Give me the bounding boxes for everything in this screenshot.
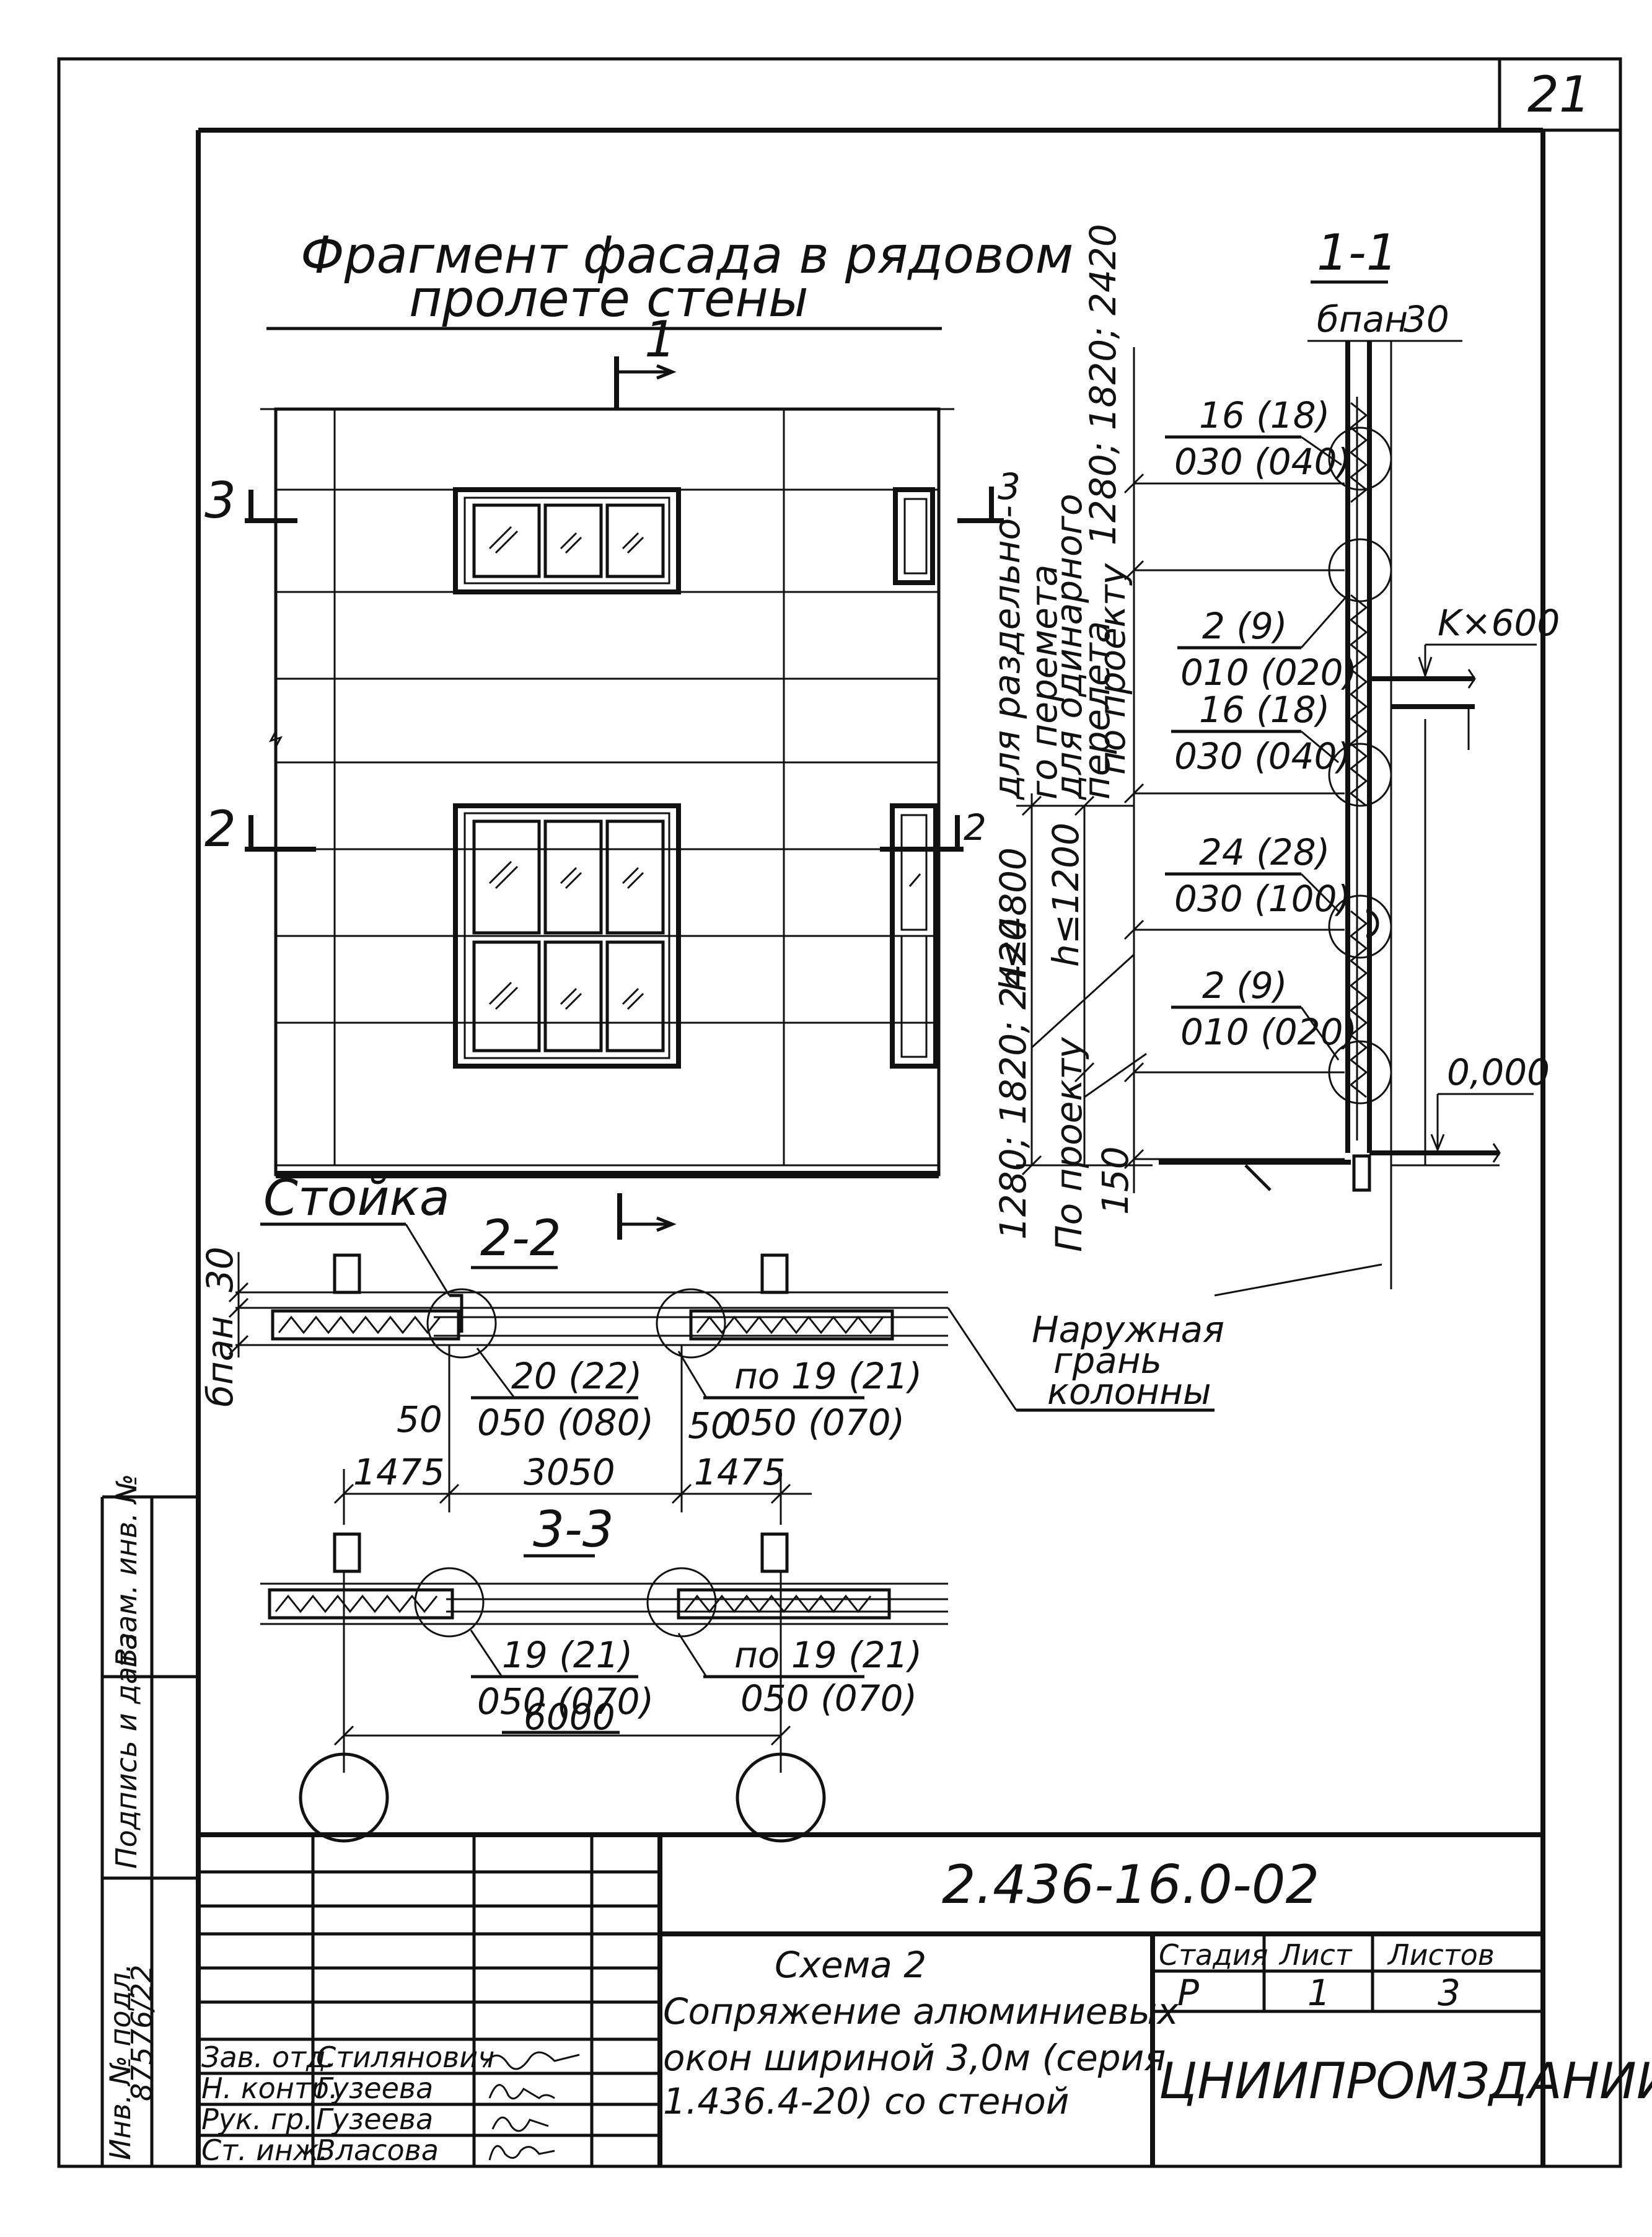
section-3-3-node-b-top: по 19 (21): [734, 1634, 922, 1676]
signer-2-role: Н. контр.: [201, 2072, 338, 2105]
section-1-1-note-single2: перелета: [1076, 621, 1118, 800]
scheme-title: Схема 2: [775, 1944, 926, 1986]
stage-value: Р: [1177, 1972, 1199, 2014]
section-2-2-node-b-bot: 050 (070): [728, 1401, 905, 1444]
node-4-top: 24 (28): [1199, 831, 1330, 873]
section-3-3-node-a-bot: 050 (070): [477, 1680, 654, 1723]
signature-1: [482, 2051, 580, 2070]
section-1-1-title: 1-1: [1317, 224, 1398, 281]
node-3-bot: 030 (040): [1174, 735, 1351, 777]
facade-title-line2: пролете стены: [409, 270, 809, 329]
outer-frame: [57, 57, 1622, 2168]
node-3-top: 16 (18): [1199, 689, 1330, 731]
sheets-value: 3: [1438, 1972, 1461, 2014]
section-2-2-node-a-top: 20 (22): [511, 1355, 642, 1397]
node-1-top: 16 (18): [1199, 394, 1330, 436]
section-1-1: 1-1 бпан 30 K×600: [986, 224, 1560, 1297]
section-2-2-node-a-bot: 050 (080): [477, 1401, 654, 1444]
node-2-bot: 010 (020): [1180, 651, 1357, 694]
outer-face-line3: колонны: [1047, 1370, 1211, 1413]
section-2-2-dim50a: 50: [397, 1398, 442, 1441]
signer-4-name: Власова: [316, 2133, 439, 2167]
section-1-label-top: 1: [644, 311, 676, 368]
facade-title-line1: Фрагмент фасада в рядовом: [301, 226, 1073, 285]
section-3-3-title: 3-3: [533, 1501, 614, 1558]
signature-2: [488, 2084, 555, 2100]
section-3-3-node-b-bot: 050 (070): [740, 1677, 917, 1719]
section-1-1-heights-top: 1280; 1820; 2420: [1082, 224, 1124, 545]
sheet-label: Лист: [1278, 1938, 1353, 1972]
section-1-1-note-separate: для раздельно-: [986, 505, 1028, 800]
section-2-2-dim3050: 3050: [524, 1451, 615, 1493]
signer-4-role: Ст. инж.: [201, 2133, 328, 2167]
section-2-2-title: 2-2: [480, 1209, 561, 1267]
section-2-label-right: 2: [964, 806, 986, 849]
section-3-label-left: 3: [204, 472, 236, 529]
signature-3: [491, 2116, 549, 2132]
scheme-desc-1: Сопряжение алюминиевых: [663, 1990, 1179, 2032]
node-2-top: 2 (9): [1202, 605, 1288, 647]
section-2-2-dim-pan: бпан: [199, 1316, 241, 1407]
section-2-label-left: 2: [204, 800, 236, 858]
section-1-1-dim-30: 30: [1404, 298, 1449, 340]
page-number: 21: [1527, 66, 1591, 123]
section-2-2-dim1475b: 1475: [694, 1451, 786, 1493]
signer-3-name: Гузеева: [316, 2102, 433, 2136]
axis-circle-left: [299, 1752, 389, 1843]
section-1-1-heights-bottom: 1280; 1820; 2420: [992, 918, 1034, 1240]
stage-label: Стадия: [1159, 1938, 1268, 1972]
section-3-3: 3-3 19 (21) 050 (070) по 19 (21) 050 (07…: [260, 1501, 948, 1843]
section-1-1-h4800: h≤4800: [992, 847, 1034, 992]
scheme-desc-2: окон шириной 3,0м (серия: [663, 2037, 1166, 2079]
section-1-1-dim150: 150: [1094, 1146, 1136, 1215]
node-4-bot: 030 (100): [1174, 878, 1351, 920]
stamp-inv-orig: Инв. № подл.: [103, 1964, 137, 2160]
signer-3-role: Рук. гр.: [201, 2102, 313, 2136]
title-block: 2.436-16.0-02 Схема 2 Сопряжение алюмини…: [198, 1832, 1652, 2167]
stoika-label: Стойка: [263, 1169, 450, 1227]
scheme-desc-3: 1.436.4-20) со стеной: [663, 2080, 1069, 2122]
section-1-1-note-project: по проекту: [1091, 563, 1133, 775]
sheet-value: 1: [1307, 1972, 1330, 2014]
section-1-1-level: 0,000: [1447, 1051, 1550, 1093]
signer-1-name: Стилянович: [316, 2041, 494, 2074]
facade-fragment: Фрагмент фасада в рядовом пролете стены: [204, 226, 1073, 1240]
axis-circle-right: [736, 1752, 826, 1843]
outer-face-line1: Наружная: [1032, 1308, 1224, 1351]
section-3-3-node-a-top: 19 (21): [502, 1634, 633, 1676]
side-stamp: Взам. инв. № Подпись и дата Инв. № подл.…: [100, 1474, 198, 2166]
section-1-1-note-separate2: го перемета: [1023, 565, 1065, 800]
organization: ЦНИИПРОМЗДАНИЙ: [1159, 2052, 1652, 2110]
stamp-sign-date: Подпись и дата: [110, 1633, 143, 1869]
outer-face-line2: грань: [1053, 1339, 1162, 1382]
signer-2-name: Гузеева: [316, 2072, 433, 2105]
section-1-1-h1200: h≤1200: [1045, 823, 1087, 967]
section-2-2-dim30: 30: [199, 1246, 241, 1292]
node-1-bot: 030 (040): [1174, 441, 1351, 483]
section-2-2-node-b-top: по 19 (21): [734, 1355, 922, 1397]
signer-1-role: Зав. отд.: [201, 2041, 335, 2074]
section-1-1-k600: K×600: [1438, 602, 1560, 644]
node-5-bot: 010 (020): [1180, 1011, 1357, 1053]
signature-4: [488, 2145, 555, 2161]
section-2-2-dim1475a: 1475: [353, 1451, 445, 1493]
section-2-2-dim50b: 50: [688, 1405, 734, 1447]
sheets-label: Листов: [1387, 1938, 1495, 1972]
section-2-2: Стойка 2-2 30 бпан 20 (22) 050 (080) по …: [199, 1169, 1224, 1525]
section-3-label-right: 3: [998, 465, 1021, 508]
stamp-inv-number: 87576/22: [125, 1965, 159, 2101]
section-1-1-note-project2: По проекту: [1048, 1037, 1090, 1252]
section-1-1-dim-pan: бпан: [1317, 298, 1408, 340]
drawing-code: 2.436-16.0-02: [942, 1854, 1319, 1916]
node-5-top: 2 (9): [1202, 964, 1288, 1007]
stamp-inv-subst: Взам. инв. №: [110, 1474, 143, 1667]
section-1-1-note-single: для одинарного: [1048, 494, 1090, 800]
